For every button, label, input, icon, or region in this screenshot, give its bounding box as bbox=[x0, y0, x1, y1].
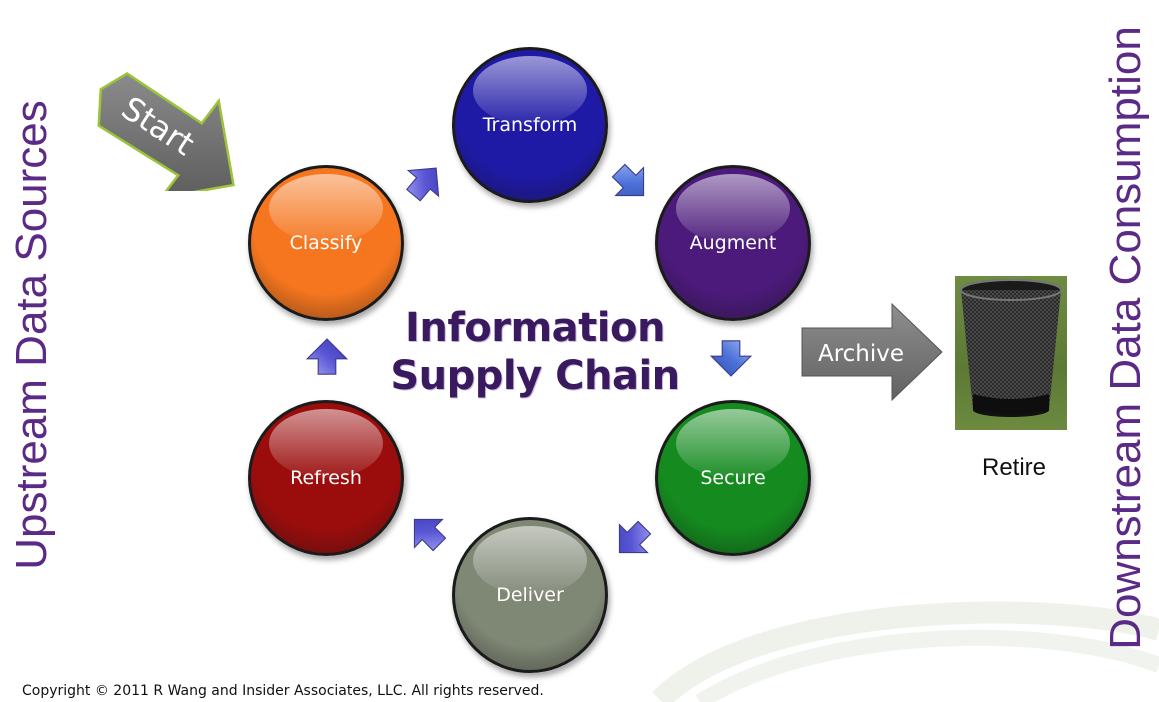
copyright-text: Copyright © 2011 R Wang and Insider Asso… bbox=[22, 683, 544, 699]
stage-label: Refresh bbox=[290, 467, 362, 489]
archive-arrow-icon bbox=[801, 302, 943, 402]
stage-label: Transform bbox=[482, 114, 578, 136]
cycle-arrow-icon bbox=[306, 338, 348, 375]
trash-can-image bbox=[955, 276, 1067, 430]
stage-label: Deliver bbox=[496, 584, 564, 606]
cycle-arrow-icon bbox=[399, 504, 454, 559]
trash-can-icon bbox=[960, 279, 1062, 417]
retire-label: Retire bbox=[981, 454, 1047, 481]
stage-refresh: Refresh bbox=[248, 400, 404, 556]
stage-transform: Transform bbox=[452, 47, 608, 203]
stage-label: Augment bbox=[689, 232, 777, 254]
stage-label: Secure bbox=[700, 467, 766, 489]
stage-augment: Augment bbox=[655, 165, 811, 321]
diagram-title: Information Supply Chain bbox=[390, 304, 680, 400]
title-line-1: Information bbox=[405, 305, 665, 351]
stage-classify: Classify bbox=[248, 165, 404, 321]
cycle-arrow-icon bbox=[397, 154, 452, 209]
stage-secure: Secure bbox=[655, 400, 811, 556]
cycle-arrow-icon bbox=[604, 513, 659, 568]
start-arrow-icon bbox=[97, 72, 235, 191]
title-line-2: Supply Chain bbox=[390, 353, 680, 399]
cycle-arrow-icon bbox=[604, 156, 659, 211]
stage-label: Classify bbox=[289, 232, 363, 254]
cycle-arrow-icon bbox=[710, 340, 752, 377]
stage-deliver: Deliver bbox=[452, 517, 608, 673]
decorative-swoosh bbox=[652, 601, 1159, 702]
archive-label: Archive bbox=[817, 341, 905, 367]
